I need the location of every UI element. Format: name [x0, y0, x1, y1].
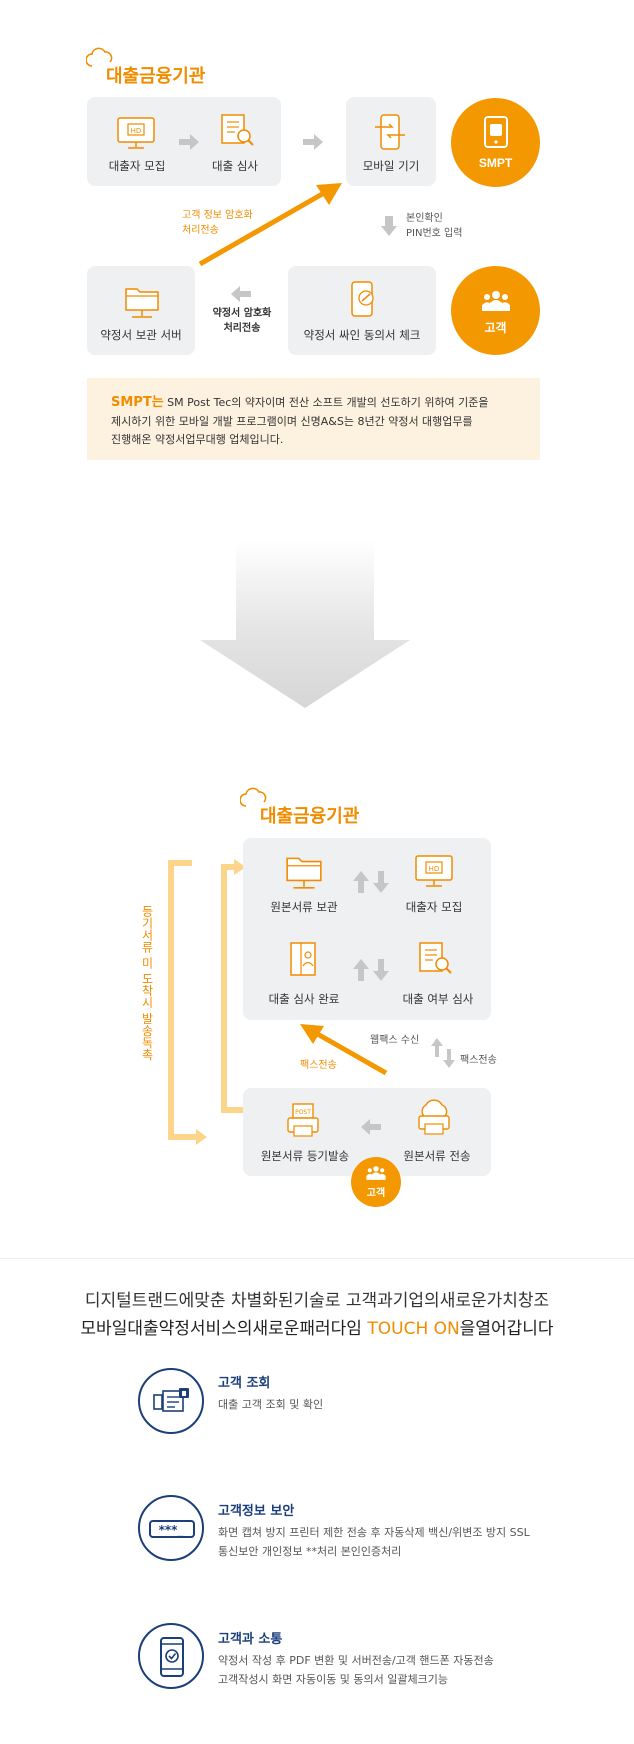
- feature-title: 고객 조회: [218, 1376, 271, 1391]
- contract-note-line1: 약정서 암호화: [212, 308, 272, 319]
- feature-title: 고객정보 보안: [218, 1504, 295, 1519]
- document-search-icon: [153, 1388, 189, 1412]
- step-review-done-label: 대출 심사 완료: [268, 992, 340, 1006]
- pin-note-line1: 본인확인: [406, 213, 443, 224]
- slogan-line2: 모바일대출약정서비스의새로운패러다임 TOUCH ON을열어갑니다: [0, 1314, 634, 1339]
- smpt-info-line3: 진행해온 약정서업무대행 업체입니다.: [111, 433, 284, 446]
- step-mobile-label: 모바일 기기: [362, 159, 420, 173]
- inner-bracket: [221, 859, 246, 1113]
- step-registered-mail-label: 원본서류 등기발송: [260, 1149, 350, 1163]
- step-original-send-label: 원본서류 전송: [403, 1149, 471, 1163]
- svg-text:HD: HD: [131, 127, 142, 135]
- feature-icon-circle: ***_: [138, 1495, 204, 1561]
- return-bracket-arrow: [168, 860, 207, 1145]
- people-icon: [482, 291, 510, 311]
- swap-arrows-icon: [353, 871, 389, 893]
- encrypt-note-line2: 처리전송: [182, 225, 219, 236]
- feature-desc: 고객작성시 화면 자동이동 및 동의서 일괄체크기능: [218, 1673, 449, 1686]
- orange-diagonal-arrow: [198, 183, 342, 267]
- mobile-check-icon: [160, 1637, 184, 1677]
- folder-server-icon: [286, 857, 322, 889]
- document-search-icon: [221, 114, 254, 146]
- smpt-badge-label: SMPT: [478, 156, 513, 170]
- step-original-storage-label: 원본서류 보관: [270, 900, 338, 914]
- slogan-line2-prefix: 모바일대출약정서비스의새로운패러다임: [80, 1319, 368, 1339]
- customer-badge-bottom: 고객: [351, 1157, 401, 1207]
- cloud-icon: [240, 787, 267, 807]
- feature-desc: 대출 고객 조회 및 확인: [218, 1398, 324, 1411]
- slogan-line2-suffix: 을열어갑니다: [459, 1319, 554, 1339]
- big-down-arrow: [200, 540, 410, 708]
- fax-send-right-label: 팩스전송: [460, 1055, 497, 1066]
- feature-desc: 화면 캡쳐 방지 프린터 제한 전송 후 자동삭제 백신/위변조 방지 SSL: [218, 1526, 530, 1539]
- fax-send-left-label: 팩스전송: [300, 1060, 337, 1071]
- feature-desc: 약정서 작성 후 PDF 변환 및 서버전송/고객 핸드폰 자동전송: [218, 1654, 494, 1667]
- customer-badge-top: 고객: [451, 266, 540, 355]
- tablet-icon: [484, 116, 508, 148]
- encrypt-note-line1: 고객 정보 암호화: [182, 210, 253, 221]
- section-divider: [0, 1258, 634, 1259]
- webfax-receive-label: 웹팩스 수신: [370, 1035, 420, 1046]
- svg-text:HD: HD: [429, 865, 440, 873]
- feature-title: 고객과 소통: [218, 1632, 283, 1647]
- arrow-right-icon: [179, 134, 199, 150]
- mobile-sign-icon: [351, 281, 374, 317]
- step-recruit-bottom-label: 대출자 모집: [405, 900, 463, 914]
- step-recruit-label: 대출자 모집: [108, 159, 166, 173]
- arrow-down-icon: [381, 216, 397, 236]
- contract-note-line2: 처리전송: [223, 323, 261, 334]
- swap-arrows-icon: [353, 959, 389, 981]
- document-search-icon: [419, 942, 452, 974]
- bottom-title: 대출금융기관: [260, 806, 360, 827]
- svg-text:POST: POST: [295, 1109, 311, 1116]
- step-review-whether-label: 대출 여부 심사: [402, 992, 474, 1006]
- smpt-info-box: SMPT는 SM Post Tec의 약자이며 전산 소프트 개발의 선도하기 …: [87, 378, 540, 460]
- vertical-note: 등기서류 미 도착시 발송독촉: [140, 905, 154, 1061]
- step-sign-label: 약정서 싸인 동의서 체크: [303, 328, 421, 342]
- feature-icon-circle: [138, 1623, 204, 1689]
- step-review-label: 대출 심사: [212, 159, 258, 173]
- cloud-printer-icon: [418, 1099, 450, 1135]
- people-icon: [366, 1166, 386, 1180]
- smpt-info-highlight: SMPT는: [111, 395, 164, 410]
- smpt-info-line1-text: SM Post Tec의 약자이며 전산 소프트 개발의 선도하기 위하여 기준…: [163, 396, 489, 409]
- customer-badge-bottom-label: 고객: [366, 1188, 386, 1199]
- smpt-info-line2: 제시하기 위한 모바일 개발 프로그램이며 신명A&S는 8년간 약정서 대행업…: [111, 415, 473, 428]
- monitor-hd-icon: HD: [415, 855, 453, 887]
- mobile-transfer-icon: [375, 114, 405, 150]
- monitor-hd-icon: HD: [117, 117, 155, 149]
- post-printer-icon: POST: [287, 1103, 319, 1137]
- feature-desc: 통신보안 개인정보 **처리 본인인증처리: [218, 1545, 402, 1558]
- password-icon: ***_: [149, 1520, 195, 1538]
- customer-badge-top-label: 고객: [484, 321, 507, 335]
- slogan-highlight: TOUCH ON: [367, 1319, 460, 1339]
- folder-server-icon: [125, 288, 159, 318]
- slogan-line1: 디지털트랜드에맞춘 차별화된기술로 고객과기업의새로운가치창조: [84, 1291, 550, 1311]
- arrow-right-icon: [303, 134, 323, 150]
- svg-text:***_: ***_: [159, 1523, 184, 1538]
- arrow-left-icon: [231, 286, 251, 302]
- orange-diagonal-arrow: [300, 1024, 388, 1076]
- pin-note-line2: PIN번호 입력: [406, 228, 463, 239]
- smpt-badge: SMPT: [451, 98, 540, 187]
- smpt-info-line1: SMPT는 SM Post Tec의 약자이며 전산 소프트 개발의 선도하기 …: [111, 394, 489, 412]
- document-user-icon: [290, 942, 316, 976]
- arrow-left-icon: [361, 1119, 381, 1135]
- step-storage-label: 약정서 보관 서버: [100, 328, 182, 342]
- cloud-icon: [86, 47, 113, 67]
- top-title: 대출금융기관: [106, 66, 206, 87]
- feature-icon-circle: [138, 1368, 204, 1434]
- swap-arrows-icon: [431, 1038, 455, 1068]
